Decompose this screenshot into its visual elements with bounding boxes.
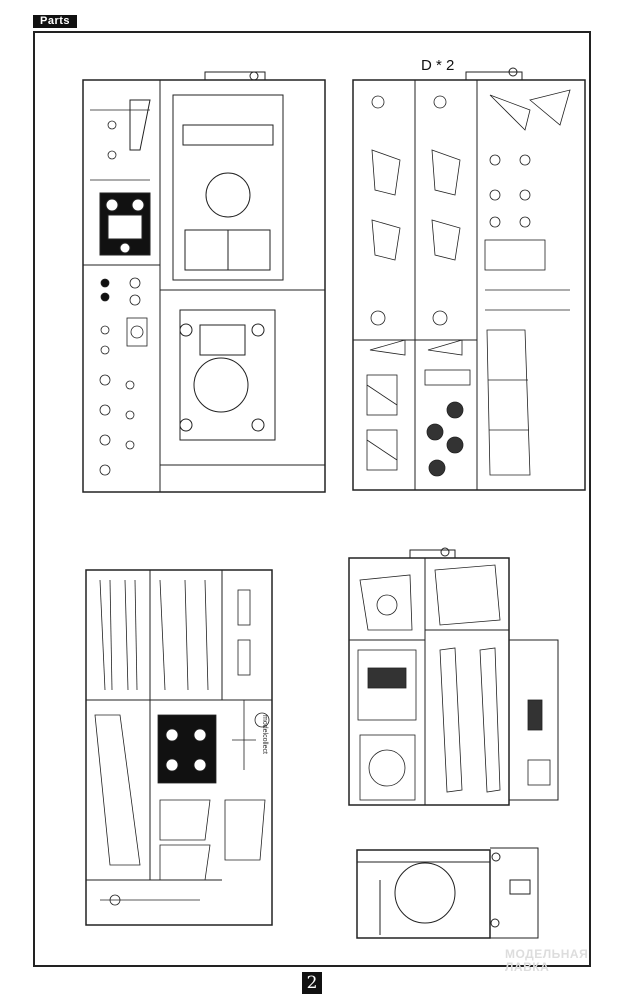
sprue-e <box>356 847 539 939</box>
parts-frame <box>33 31 591 967</box>
sprue-b <box>352 67 586 491</box>
watermark-line1: МОДЕЛЬНАЯ <box>505 947 589 961</box>
watermark-line2: ЛАВКА <box>505 960 550 974</box>
sprue-quantity-label: D * 2 <box>421 57 455 74</box>
brand-text: modelcollect <box>261 715 268 754</box>
sprue-c <box>85 569 273 926</box>
parts-section-label: Parts <box>33 15 77 28</box>
sprue-a <box>82 71 326 493</box>
watermark: МОДЕЛЬНАЯ ЛАВКА <box>505 948 588 974</box>
page-number: 2 <box>302 972 322 994</box>
sprue-d <box>348 547 559 806</box>
